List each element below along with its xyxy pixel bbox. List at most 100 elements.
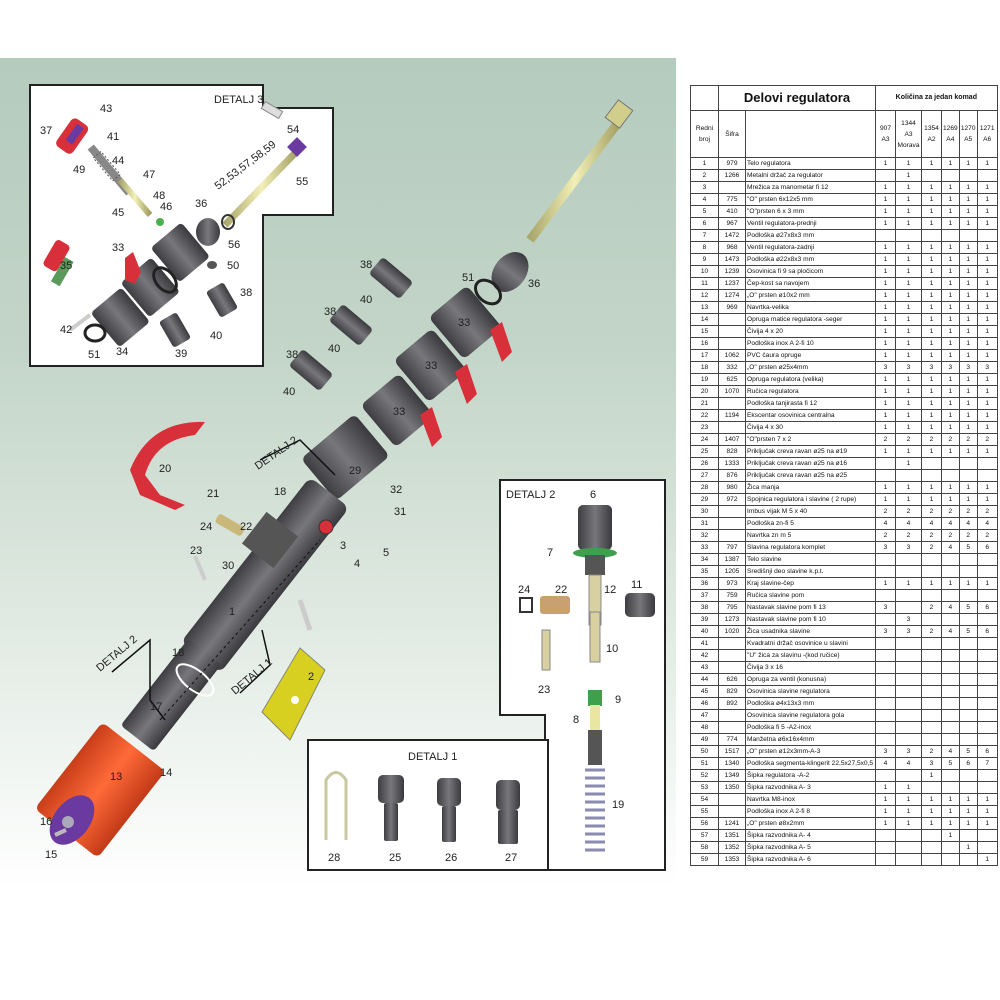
part-name: Priključak creva ravan ø25 na ø25 [745, 469, 876, 482]
part-name: Šipka razvodnika A- 5 [745, 841, 876, 854]
row-number: 6 [690, 217, 719, 230]
qty-1271-a6: 1 [976, 481, 998, 494]
qty-1354-a2 [921, 469, 942, 482]
row-number: 16 [690, 337, 719, 350]
qty-1270-a5 [958, 553, 978, 566]
qty-1344-a3-morava: 1 [895, 193, 922, 206]
table-title-row: Delovi regulatora Količina za jedan koma… [690, 85, 998, 111]
part-code: 979 [718, 157, 746, 170]
part-name: Šipka razvodnika A- 4 [745, 829, 876, 842]
qty-1271-a6: 1 [976, 289, 998, 302]
qty-1271-a6: 1 [976, 853, 998, 866]
part-callout: 56 [228, 239, 240, 251]
qty-1270-a5 [958, 709, 978, 722]
qty-1354-a2 [921, 841, 942, 854]
qty-1354-a2 [921, 169, 942, 182]
qty-1344-a3-morava: 1 [895, 373, 922, 386]
qty-1344-a3-morava [895, 697, 922, 710]
qty-1354-a2: 1 [921, 325, 942, 338]
qty-1270-a5: 1 [958, 337, 978, 350]
part-callout: 26 [445, 852, 457, 864]
qty-1344-a3-morava [895, 661, 922, 674]
qty-1354-a2: 1 [921, 217, 942, 230]
part-callout: 25 [389, 852, 401, 864]
qty-1344-a3-morava [895, 733, 922, 746]
qty-1271-a6: 6 [976, 601, 998, 614]
qty-907-a3: 1 [875, 181, 896, 194]
qty-1354-a2 [921, 829, 942, 842]
part-callout: 4 [354, 558, 360, 570]
qty-907-a3: 4 [875, 517, 896, 530]
qty-1344-a3-morava: 1 [895, 817, 922, 830]
qty-1269-a4 [941, 721, 960, 734]
row-number: 55 [690, 805, 719, 818]
table-title: Delovi regulatora [718, 85, 876, 111]
qty-1271-a6: 1 [976, 265, 998, 278]
part-callout: 40 [283, 386, 295, 398]
part-callout: 47 [143, 169, 155, 181]
qty-1271-a6: 7 [976, 757, 998, 770]
qty-1270-a5: 5 [958, 541, 978, 554]
qty-1354-a2 [921, 709, 942, 722]
part-callout: 10 [606, 643, 618, 655]
part-name: Podloška ø22x8x3 mm [745, 253, 876, 266]
row-number: 17 [690, 349, 719, 362]
part-callout: 6 [590, 489, 596, 501]
qty-1344-a3-morava: 1 [895, 409, 922, 422]
qty-1271-a6: 6 [976, 541, 998, 554]
part-name: Navrtka M8-inox [745, 793, 876, 806]
part-callout: 31 [394, 506, 406, 518]
part-code: 972 [718, 493, 746, 506]
qty-907-a3 [875, 733, 896, 746]
qty-1271-a6 [976, 841, 998, 854]
detail-title: DETALJ 1 [408, 751, 457, 763]
qty-1344-a3-morava [895, 829, 922, 842]
qty-1270-a5 [958, 721, 978, 734]
qty-1270-a5: 1 [958, 841, 978, 854]
part-callout: 36 [195, 198, 207, 210]
qty-907-a3 [875, 841, 896, 854]
row-number: 4 [690, 193, 719, 206]
qty-1354-a2 [921, 721, 942, 734]
qty-1270-a5: 1 [958, 493, 978, 506]
part-callout: 40 [360, 294, 372, 306]
part-callout: 24 [200, 521, 212, 533]
qty-1344-a3-morava: 3 [895, 361, 922, 374]
qty-907-a3: 1 [875, 193, 896, 206]
part-code: 973 [718, 577, 746, 590]
qty-907-a3: 1 [875, 289, 896, 302]
part-name: Slavina regulatora komplet [745, 541, 876, 554]
qty-1344-a3-morava [895, 685, 922, 698]
part-code [718, 337, 746, 350]
part-name: "O"prsten 7 x 2 [745, 433, 876, 446]
qty-1344-a3-morava: 1 [895, 493, 922, 506]
part-name: Ventil regulatora-prednji [745, 217, 876, 230]
part-callout: 12 [604, 584, 616, 596]
row-number: 35 [690, 565, 719, 578]
part-callout: 43 [100, 103, 112, 115]
qty-1354-a2: 1 [921, 385, 942, 398]
qty-1270-a5 [958, 685, 978, 698]
qty-1354-a2: 1 [921, 193, 942, 206]
qty-907-a3: 1 [875, 397, 896, 410]
qty-1269-a4: 4 [941, 745, 960, 758]
row-number: 58 [690, 841, 719, 854]
detail-title: DETALJ 2 [506, 489, 555, 501]
part-name: Podloška segmenta-klingerit 22,5x27,5x0,… [745, 757, 876, 770]
qty-1344-a3-morava: 1 [895, 385, 922, 398]
part-code: 774 [718, 733, 746, 746]
qty-1354-a2 [921, 697, 942, 710]
qty-1271-a6 [976, 613, 998, 626]
detail-3-title: DETALJ 3 [214, 94, 263, 106]
part-callout: 8 [573, 714, 579, 726]
qty-1344-a3-morava: 1 [895, 157, 922, 170]
part-callout: 48 [153, 190, 165, 202]
part-callout: 42 [60, 324, 72, 336]
